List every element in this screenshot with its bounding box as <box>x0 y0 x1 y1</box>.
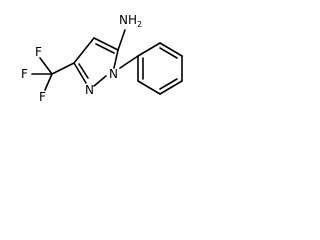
bond-ph-inner-2 <box>159 78 178 90</box>
amine-h-label: H <box>128 13 137 27</box>
bond-c5-amine <box>117 29 126 51</box>
bond-n2-c3 <box>73 62 87 84</box>
bond-ph-c4-c5 <box>159 80 183 95</box>
f-bottom-label: F <box>39 90 46 104</box>
bond-c3-c4 <box>73 37 95 64</box>
bond-ph-c1-c2 <box>137 42 161 57</box>
bond-ph-c2-c3 <box>159 42 183 57</box>
bond-c5-n1 <box>113 49 119 69</box>
molecule-drawing: N H 2 N N F F F <box>21 13 183 104</box>
bond-c4-c5-inner <box>95 43 115 54</box>
f-top-label: F <box>35 45 42 59</box>
amine-n-label: N <box>119 13 128 27</box>
f-left-label: F <box>21 67 28 81</box>
bond-c3-cf3 <box>51 62 75 75</box>
bond-n1-phenyl <box>119 55 139 69</box>
bond-cf3-f-bottom <box>44 73 53 91</box>
bond-n2-c3-inner <box>78 63 89 79</box>
bond-ph-inner-1 <box>159 47 178 59</box>
bond-ph-c5-c6 <box>137 80 161 95</box>
structure-diagram: N H 2 N N F F F <box>0 0 195 127</box>
bond-n1-n2 <box>93 75 107 87</box>
ring-n2-label: N <box>85 83 94 97</box>
bond-cf3-f-top <box>39 57 53 75</box>
bond-c4-c5 <box>93 37 119 51</box>
amine-subscript-label: 2 <box>137 20 142 29</box>
ring-n1-label: N <box>109 67 118 81</box>
